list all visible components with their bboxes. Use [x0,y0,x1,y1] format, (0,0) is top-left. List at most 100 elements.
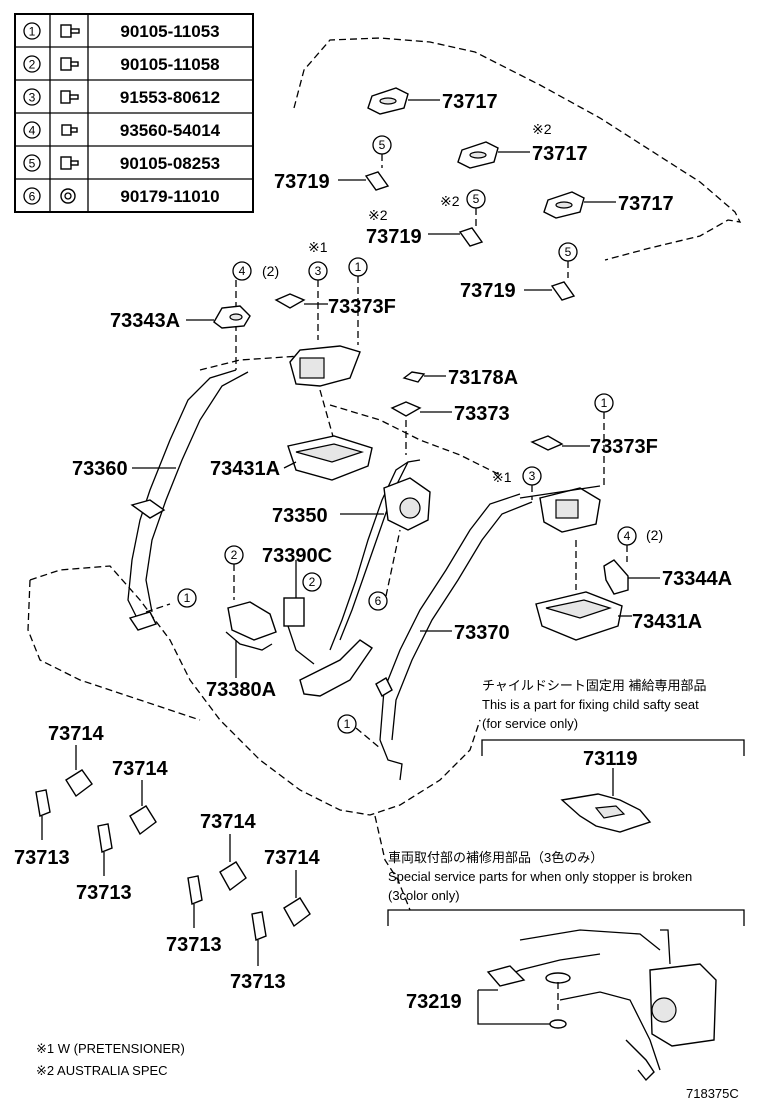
anchor-cover-73717 [543,191,616,219]
table-row: 2 90105-11058 [23,55,220,74]
stopper-note-en-2: (3color only) [388,888,460,903]
stopper-note-jp: 車両取付部の補修用部品（3色のみ） [388,850,603,865]
table-row-number: 6 [29,190,36,204]
part-label-73713: 73713 [166,934,222,956]
bracket-73719 [428,189,486,247]
stopper-button-set [35,745,93,840]
reference-marks: ※2 ※2 ※2 ※1 ※1 (2) (2) [262,121,663,543]
part-label-73717: 73717 [442,91,498,113]
stopper-button-set [251,870,311,966]
part-label-73373F: 73373F [328,296,396,318]
part-label-73343A: 73343A [110,310,180,332]
part-label-73373F: 73373F [590,436,658,458]
screw-icon [60,90,79,104]
seat-cushion-outline [27,355,501,911]
table-row: 3 91553-80612 [23,88,220,107]
cover-73431A [535,591,632,641]
bracket-73719 [338,135,392,191]
part-label-73119: 73119 [583,748,638,770]
table-part-number: 90105-11058 [120,55,219,74]
part-label-73360: 73360 [72,458,128,480]
stopper-part-section [387,909,745,1082]
callout-4: 4 [239,264,246,278]
part-label-73714: 73714 [200,811,256,833]
callout-2: 2 [231,548,238,562]
bolt-icon [60,57,79,71]
footnote-pretensioner: ※1 W (PRETENSIONER) [36,1041,185,1056]
part-label-73431A: 73431A [632,611,702,633]
part-label-73178A: 73178A [448,367,518,389]
table-row-number: 1 [29,25,36,39]
cover-73431A [283,435,373,481]
buckle-assembly-73380A [224,545,322,678]
fastener-table: 1 90105-11053 2 90105-11058 3 91553-8061… [14,13,254,213]
part-label-73714: 73714 [48,723,104,745]
callout-3: 3 [529,469,536,483]
part-label-73719: 73719 [274,171,330,193]
figure-id: 718375C [686,1086,739,1101]
part-label-73717: 73717 [618,193,674,215]
part-label-73373: 73373 [454,403,510,425]
part-labels: 73717 73717 73717 73719 73719 73719 7334… [14,91,732,1013]
child-seat-note-en-2: (for service only) [482,716,578,731]
child-seat-note-jp: チャイルドシート固定用 補給専用部品 [482,678,706,693]
ref-mark-2: ※2 [532,121,552,137]
part-label-73344A: 73344A [662,568,732,590]
part-label-73719: 73719 [460,280,516,302]
callout-1: 1 [601,396,608,410]
ref-mark-1: ※1 [492,469,512,485]
bolt-icon [60,24,80,38]
callout-5: 5 [565,245,572,259]
service-notes: チャイルドシート固定用 補給専用部品 This is a part for fi… [388,678,706,903]
stopper-note-en: Special service parts for when only stop… [388,869,692,884]
callout-numbers: 5 5 5 4 3 1 1 3 4 2 2 1 6 1 [184,138,631,731]
stopper-button-set [187,834,247,928]
part-label-73350: 73350 [272,505,328,527]
callout-4: 4 [624,529,631,543]
quantity-mark: (2) [262,263,279,279]
callout-3: 3 [315,264,322,278]
part-label-73713: 73713 [14,847,70,869]
part-label-73714: 73714 [112,758,168,780]
part-label-73714: 73714 [264,847,320,869]
part-label-73219: 73219 [406,991,462,1013]
ref-mark-2: ※2 [440,193,460,209]
seat-belt-assembly-73350 [299,371,452,697]
table-row-number: 2 [29,58,36,72]
screw-icon [61,124,78,136]
table-row: 5 90105-08253 [23,154,220,173]
callout-1: 1 [355,260,362,274]
callout-6: 6 [375,594,382,608]
bracket-73719 [524,242,578,301]
child-seat-note-en: This is a part for fixing child safty se… [482,697,699,712]
nut-icon [60,188,76,204]
table-part-number: 90105-11053 [120,22,219,41]
anchor-cover-73717 [457,141,530,169]
callout-2: 2 [309,575,316,589]
ref-mark-1: ※1 [308,239,328,255]
table-part-number: 90105-08253 [120,154,220,173]
table-row: 6 90179-11010 [23,187,220,206]
callout-5: 5 [473,192,480,206]
part-label-73717: 73717 [532,143,588,165]
anchor-cover-73717 [367,87,440,115]
ref-mark-2: ※2 [368,207,388,223]
part-label-73713: 73713 [230,971,286,993]
stopper-button-set [97,780,157,876]
child-seat-part-section [481,739,745,833]
bolt-icon [60,156,79,170]
footnotes: ※1 W (PRETENSIONER) ※2 AUSTRALIA SPEC 71… [36,1041,739,1101]
table-part-number: 90179-11010 [120,187,219,206]
table-row-number: 4 [29,124,36,138]
footnote-australia: ※2 AUSTRALIA SPEC [36,1063,168,1078]
callout-1: 1 [184,591,191,605]
part-label-73431A: 73431A [210,458,280,480]
quantity-mark: (2) [646,527,663,543]
table-row-number: 3 [29,91,36,105]
seat-belt-assembly-73370 [337,393,660,781]
part-label-73713: 73713 [76,882,132,904]
table-part-number: 91553-80612 [120,88,220,107]
table-row: 4 93560-54014 [23,121,221,140]
part-label-73370: 73370 [454,622,510,644]
